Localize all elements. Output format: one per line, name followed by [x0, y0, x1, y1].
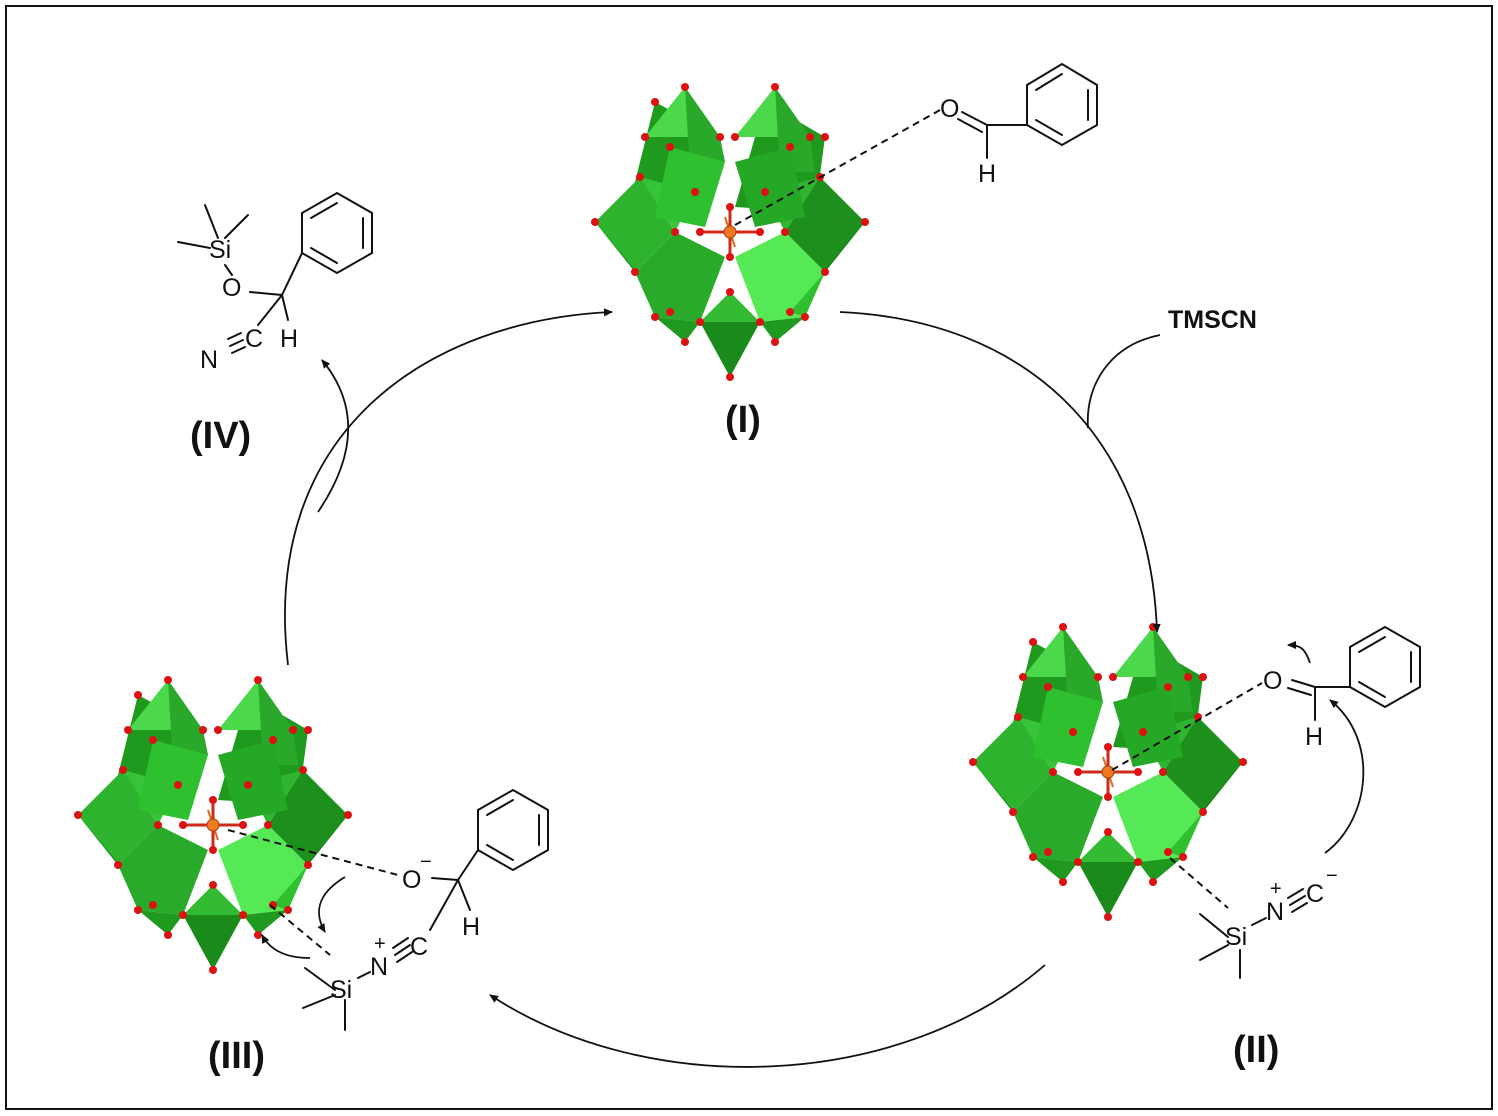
atom-H-III: H: [462, 913, 480, 941]
alkoxide-intermediate-III: [227, 788, 549, 1031]
benzaldehyde-I: [734, 62, 1098, 226]
charge-plus-III: +: [374, 933, 386, 955]
atom-Si-IV: Si: [209, 236, 231, 264]
polyoxometalate-cluster-III: [72, 674, 354, 976]
atom-N-III: N: [370, 953, 388, 981]
atom-O-IV: O: [222, 274, 241, 302]
arrow-TMSCN-in: [1086, 334, 1161, 429]
atom-H-II: H: [1305, 723, 1323, 751]
arrow-I-to-II: [839, 311, 1161, 633]
arrow-CO-II: [1287, 641, 1311, 664]
arrow-release-IV: [317, 359, 350, 513]
atom-C-II: C: [1306, 880, 1324, 908]
arrow-cyanide-attack-II: [1324, 699, 1365, 854]
label-I: (I): [725, 399, 761, 441]
cyanohydrin-product-IV: [177, 191, 373, 354]
atom-O-II: O: [1263, 667, 1282, 695]
atom-C-III: C: [410, 933, 428, 961]
label-IV: (IV): [190, 415, 251, 457]
atom-H-IV: H: [280, 325, 298, 353]
label-II: (II): [1233, 1029, 1279, 1071]
benzaldehyde-II: [1111, 625, 1421, 979]
arrow-II-to-III: [489, 964, 1046, 1068]
charge-minus-III: −: [420, 851, 432, 873]
reagent-TMSCN: TMSCN: [1168, 306, 1257, 334]
atom-H-I: H: [978, 160, 996, 188]
charge-minus-II: −: [1326, 865, 1338, 887]
atom-N-IV: N: [200, 346, 218, 374]
atom-Si-II: Si: [1225, 923, 1247, 951]
arrow-release-III: [261, 934, 311, 959]
atom-N-II: N: [1266, 898, 1284, 926]
atom-O-I: O: [940, 95, 959, 123]
polyoxometalate-cluster-II: [967, 621, 1249, 923]
atom-Si-III: Si: [330, 976, 352, 1004]
atom-C-IV: C: [245, 325, 263, 353]
figure-frame: [5, 5, 1493, 1110]
label-III: (III): [208, 1035, 265, 1077]
polyoxometalate-cluster-I: [589, 81, 871, 383]
arrow-Si-transfer-III: [317, 876, 346, 933]
arrow-III-to-I: [284, 308, 613, 666]
charge-plus-II: +: [1270, 878, 1282, 900]
atom-O-III: O: [402, 866, 421, 894]
